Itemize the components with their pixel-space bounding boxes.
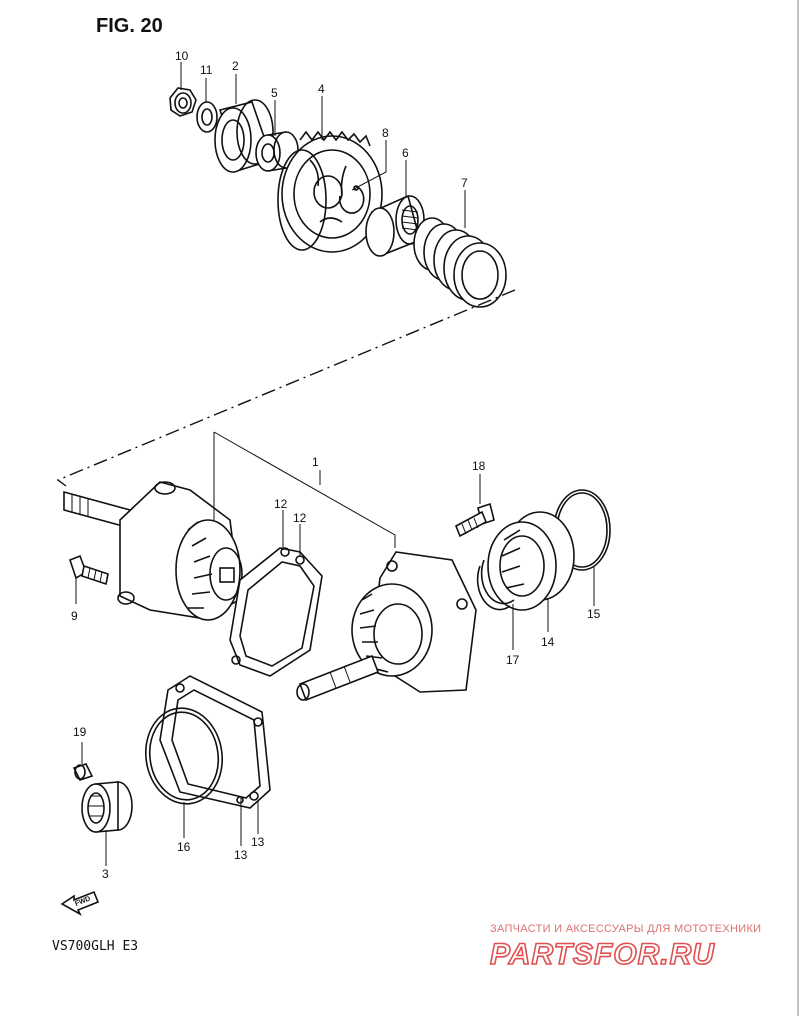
model-code: VS700GLH E3 bbox=[52, 939, 138, 954]
callout-12-b: 12 bbox=[293, 511, 307, 525]
collar-part-5 bbox=[255, 131, 299, 172]
callout-9: 9 bbox=[71, 609, 78, 623]
needle-bearing-part-3 bbox=[81, 781, 133, 833]
pinion-housing bbox=[296, 551, 477, 702]
pin-part-19 bbox=[72, 763, 94, 781]
bolt-part-9 bbox=[69, 554, 109, 586]
cam-hub-part-6 bbox=[365, 194, 425, 257]
bracket-part-1 bbox=[213, 431, 396, 548]
figure-title: FIG. 20 bbox=[96, 15, 163, 37]
callout-4: 4 bbox=[318, 82, 325, 96]
callout-16: 16 bbox=[177, 840, 191, 854]
gear-case-left bbox=[63, 481, 243, 621]
assembly-centre-line bbox=[56, 289, 516, 487]
bearing-case-part-14 bbox=[487, 511, 575, 611]
callout-labels: 10 11 2 5 4 8 6 7 1 18 12 12 9 15 14 17 … bbox=[71, 49, 601, 881]
callout-15: 15 bbox=[587, 607, 601, 621]
callout-3: 3 bbox=[102, 867, 109, 881]
callout-11: 11 bbox=[200, 63, 213, 77]
callout-12-a: 12 bbox=[274, 497, 288, 511]
circlip-part-8 bbox=[338, 185, 365, 214]
forward-direction-icon: FWD bbox=[60, 890, 100, 916]
gasket-part-12 bbox=[229, 547, 323, 677]
upper-gear-assembly bbox=[169, 87, 507, 308]
watermark: ЗАПЧАСТИ И АКСЕССУАРЫ ДЛЯ МОТОТЕХНИКИ PA… bbox=[489, 923, 761, 972]
watermark-brand: PARTSFOR.RU bbox=[490, 938, 715, 971]
callout-14: 14 bbox=[541, 635, 555, 649]
seal-ring-part-16 bbox=[144, 707, 224, 805]
leader-lines bbox=[75, 62, 595, 866]
callout-10: 10 bbox=[175, 49, 189, 63]
callout-6: 6 bbox=[402, 146, 409, 160]
watermark-caption: ЗАПЧАСТИ И АКСЕССУАРЫ ДЛЯ МОТОТЕХНИКИ bbox=[490, 923, 761, 935]
shim-part-17 bbox=[476, 559, 515, 611]
callout-17: 17 bbox=[506, 653, 520, 667]
callout-7: 7 bbox=[461, 176, 468, 190]
callout-2: 2 bbox=[232, 59, 239, 73]
callout-8: 8 bbox=[382, 126, 389, 140]
spring-part-7 bbox=[413, 217, 507, 308]
callout-19: 19 bbox=[73, 725, 87, 739]
callout-1: 1 bbox=[312, 455, 319, 469]
callout-13-b: 13 bbox=[251, 835, 265, 849]
bolt-part-18 bbox=[454, 502, 495, 538]
callout-18: 18 bbox=[472, 459, 486, 473]
callout-13-a: 13 bbox=[234, 848, 248, 862]
large-gear-part-4 bbox=[277, 130, 383, 253]
nut-part-10 bbox=[169, 87, 197, 117]
callout-5: 5 bbox=[271, 86, 278, 100]
washer-part-11 bbox=[196, 101, 218, 133]
